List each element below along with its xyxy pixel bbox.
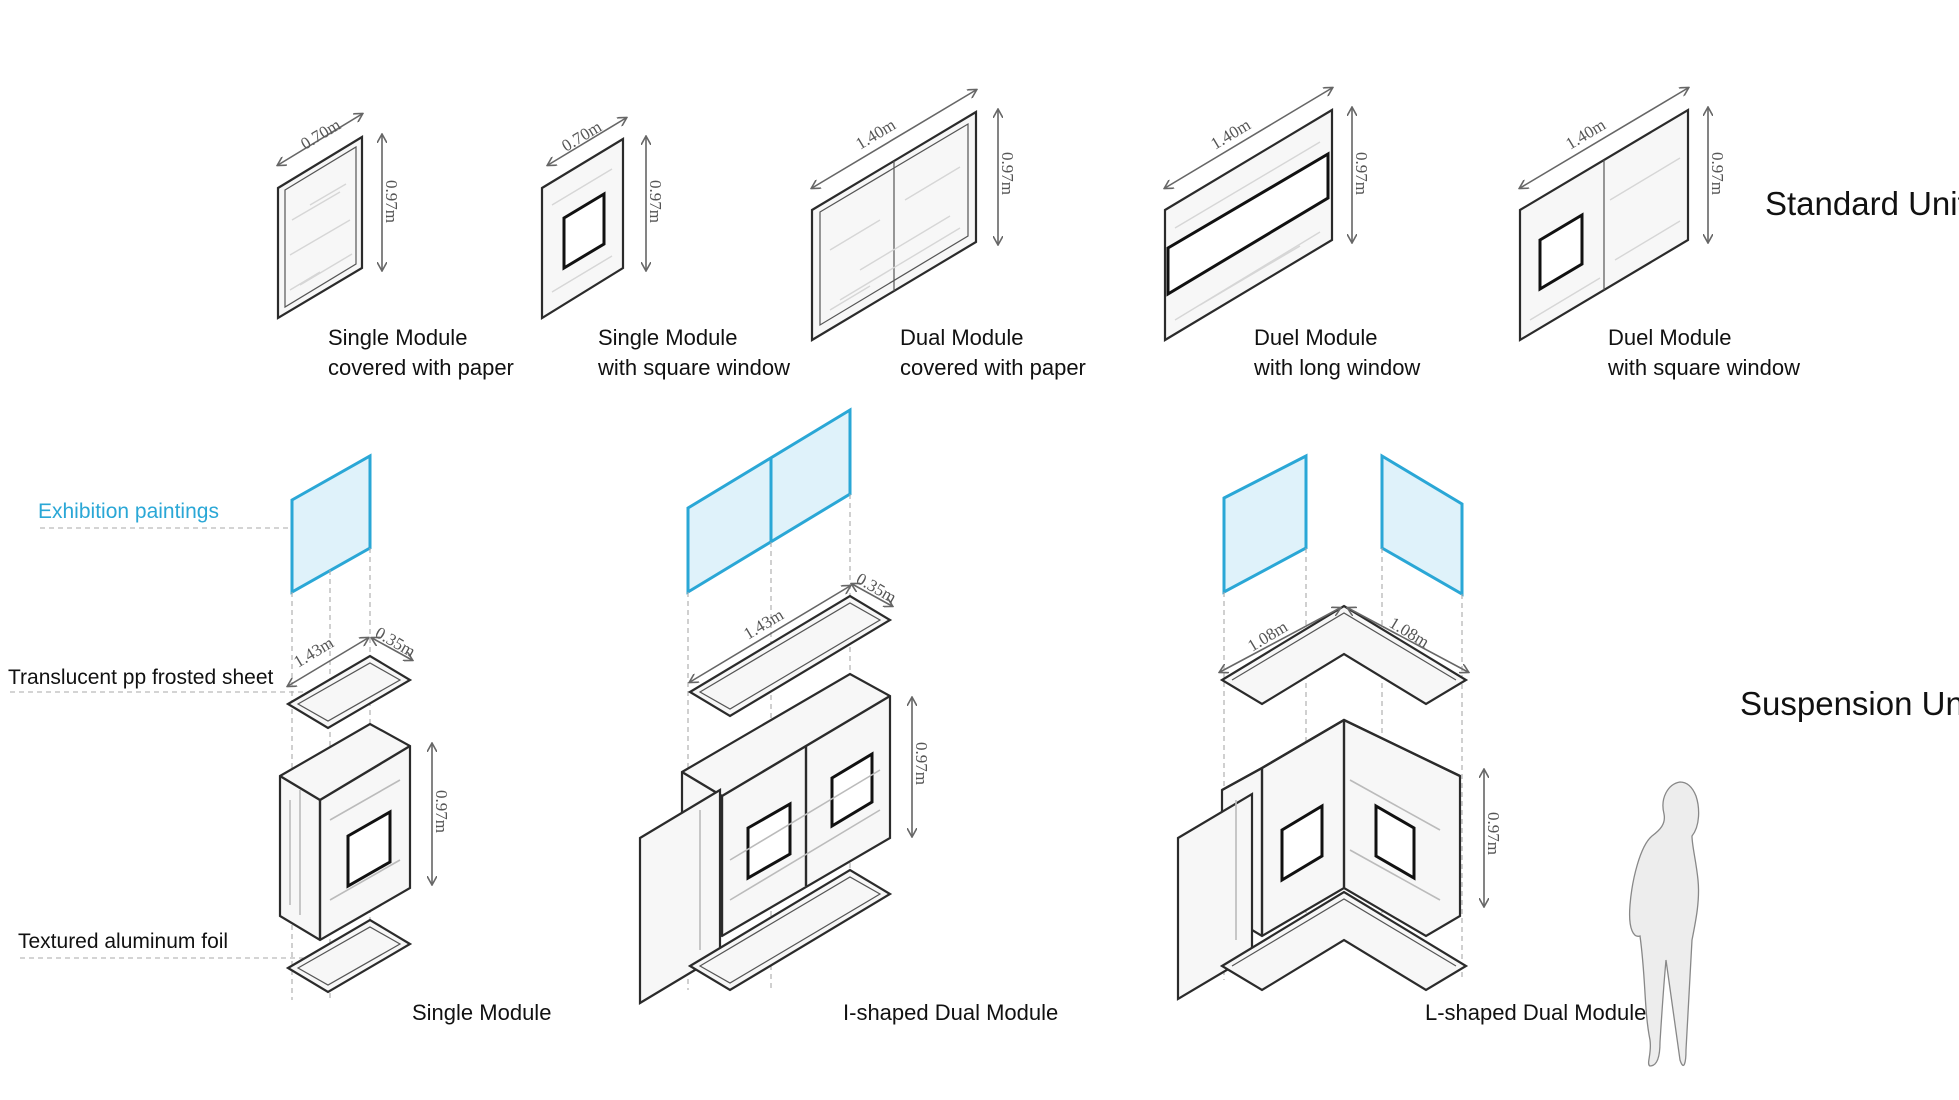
dim-height: 0.97m	[912, 742, 931, 785]
human-scale-figure	[1628, 781, 1700, 1067]
square-window	[562, 191, 606, 271]
height-dimension: 0.97m	[382, 180, 401, 223]
foil-tray-bottom	[687, 868, 893, 992]
foil-tray-bottom	[285, 918, 413, 994]
caption-line1: Single Module	[598, 325, 737, 350]
caption-line2: covered with paper	[328, 355, 514, 380]
height-dimension: 0.97m	[998, 152, 1017, 195]
panel-paper	[276, 135, 364, 320]
width-dimension: 0.70m	[558, 117, 605, 155]
standard-unit-dual-square-window: 1.40m 0.97m Duel Module with square wind…	[1520, 88, 1800, 380]
standard-unit-single-window: 0.70m 0.97m Single Module with square wi…	[540, 117, 790, 380]
standard-unit-single-paper: 0.70m 0.97m Single Module covered with p…	[278, 114, 514, 380]
dim-depth: 0.35m	[372, 623, 419, 661]
dim-height: 0.97m	[1484, 812, 1503, 855]
frosted-sheet-top	[1219, 604, 1469, 706]
square-window	[346, 809, 392, 889]
square-window-left	[746, 801, 792, 881]
caption-line2: covered with paper	[900, 355, 1086, 380]
caption: Single Module	[412, 1000, 551, 1025]
suspension-unit-single: 1.43m 0.35m 0.97m Single Module	[278, 453, 551, 1025]
callout-aluminum-foil: Textured aluminum foil	[18, 930, 228, 953]
foil-tray-bottom	[1219, 890, 1469, 992]
exhibition-paintings-pair	[686, 407, 852, 595]
standard-unit-dual-paper: 1.40m 0.97m Dual Module covered with pap…	[812, 90, 1086, 380]
exhibition-painting	[290, 453, 372, 595]
square-window-left	[1280, 803, 1324, 883]
width-dimension: 1.40m	[1562, 115, 1609, 153]
exhibition-painting-left	[1222, 453, 1308, 595]
callout-exhibition-paintings: Exhibition paintings	[38, 500, 219, 523]
caption-line1: Dual Module	[900, 325, 1024, 350]
dim-height: 0.97m	[432, 790, 451, 833]
caption: I-shaped Dual Module	[843, 1000, 1058, 1025]
width-dimension: 1.40m	[1207, 115, 1254, 153]
caption-line2: with long window	[1253, 355, 1420, 380]
square-window	[1538, 212, 1584, 292]
height-dimension: 0.97m	[646, 180, 665, 223]
suspension-unit-i-shaped: 1.43m 0.35m 0.97m I-shaped Dual Module	[638, 407, 1058, 1025]
caption-line1: Single Module	[328, 325, 467, 350]
module-box	[278, 722, 412, 942]
suspension-unit-title: Suspension Unit	[1740, 685, 1959, 722]
caption: L-shaped Dual Module	[1425, 1000, 1646, 1025]
dim-length: 1.43m	[290, 633, 337, 671]
caption-line2: with square window	[1607, 355, 1800, 380]
callout-frosted-sheet: Translucent pp frosted sheet	[8, 666, 274, 689]
caption-line2: with square window	[597, 355, 790, 380]
width-dimension: 1.40m	[852, 115, 899, 153]
height-dimension: 0.97m	[1708, 152, 1727, 195]
height-dimension: 0.97m	[1352, 152, 1371, 195]
exhibition-painting-right	[1380, 453, 1464, 597]
caption-line1: Duel Module	[1254, 325, 1378, 350]
standard-unit-title: Standard Unit	[1765, 185, 1959, 222]
square-window-right	[830, 751, 874, 829]
caption-line1: Duel Module	[1608, 325, 1732, 350]
square-window-right	[1374, 803, 1416, 881]
standard-unit-dual-long-window: 1.40m 0.97m Duel Module with long window	[1165, 88, 1420, 380]
width-dimension: 0.70m	[297, 115, 344, 153]
suspension-unit-l-shaped: 1.08m 1.08m 0.97m L-shaped Dual Module	[1176, 453, 1646, 1025]
